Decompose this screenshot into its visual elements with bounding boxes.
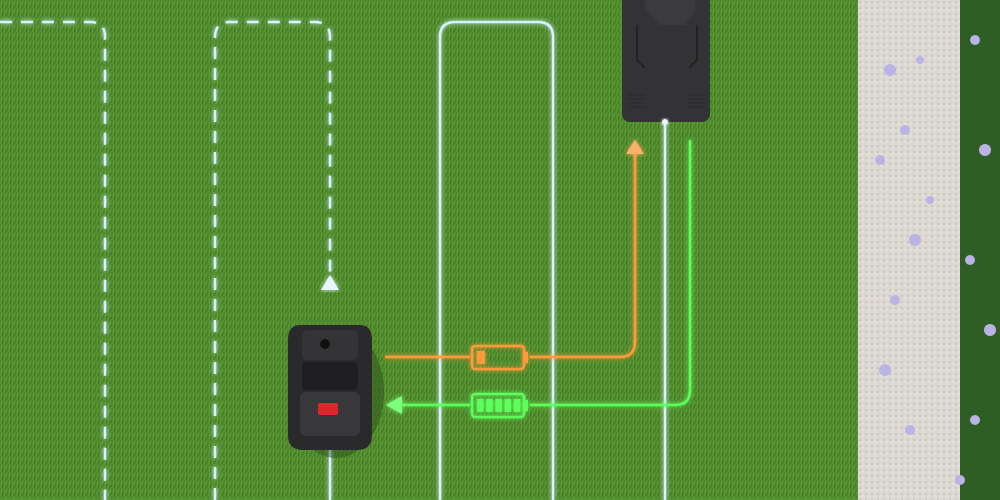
flower-bed [875, 0, 1000, 500]
resume-mowing-path [398, 140, 692, 407]
return-to-charge-path [385, 150, 637, 359]
arrow-up-orange-icon [626, 140, 644, 154]
arrow-up-icon [321, 275, 339, 290]
gravel-path [858, 0, 968, 500]
arrow-left-green-icon [386, 396, 402, 414]
planned-path-lines [0, 20, 667, 500]
solid-path [438, 20, 555, 500]
battery-bar [486, 399, 493, 412]
lawn [0, 0, 870, 500]
battery-bar [495, 399, 502, 412]
battery-low-icon [470, 344, 528, 371]
dashed-path-2 [213, 20, 332, 500]
robot-mower [288, 325, 384, 458]
camera-icon [320, 339, 330, 349]
dashed-path-1 [0, 20, 107, 500]
charging-station [622, 0, 710, 125]
battery-bar [513, 399, 521, 412]
battery-bar [477, 399, 484, 412]
battery-full-icon [470, 392, 528, 419]
stop-button [318, 403, 338, 415]
battery-bar [504, 399, 512, 412]
